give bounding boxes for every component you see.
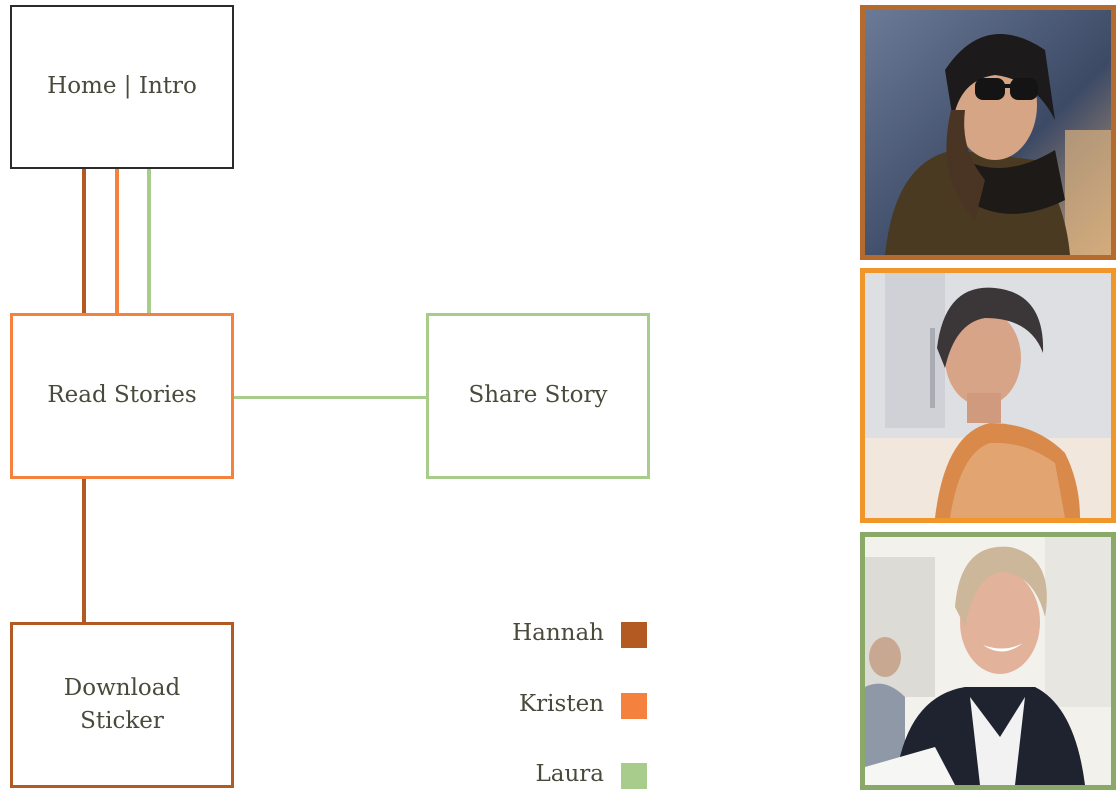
laura-path-read-to-share [234, 396, 426, 399]
hannah-path-home-to-read [82, 169, 86, 313]
legend-label-laura: Laura [535, 761, 604, 787]
laura-path-home-to-read [147, 169, 151, 313]
legend-swatch-laura [621, 763, 647, 789]
photo-laura [860, 532, 1116, 790]
legend-swatch-kristen [621, 693, 647, 719]
node-download-sticker[interactable]: Download Sticker [10, 622, 234, 788]
node-share-story-label: Share Story [468, 382, 608, 409]
node-home-intro[interactable]: Home | Intro [10, 5, 234, 169]
legend-label-kristen: Kristen [518, 691, 604, 717]
portrait-kristen-icon [865, 273, 1111, 518]
node-read-stories-label: Read Stories [47, 382, 197, 409]
node-read-stories[interactable]: Read Stories [10, 313, 234, 479]
legend-label-hannah: Hannah [512, 620, 604, 646]
node-home-intro-label: Home | Intro [47, 73, 197, 100]
photo-hannah [860, 5, 1116, 260]
photo-kristen [860, 268, 1116, 523]
hannah-path-read-to-download [82, 479, 86, 622]
node-share-story[interactable]: Share Story [426, 313, 650, 479]
kristen-path-home-to-read [115, 169, 119, 313]
legend-swatch-hannah [621, 622, 647, 648]
portrait-laura-icon [865, 537, 1111, 785]
node-download-sticker-label: Download Sticker [63, 674, 181, 734]
portrait-hannah-icon [865, 10, 1111, 255]
